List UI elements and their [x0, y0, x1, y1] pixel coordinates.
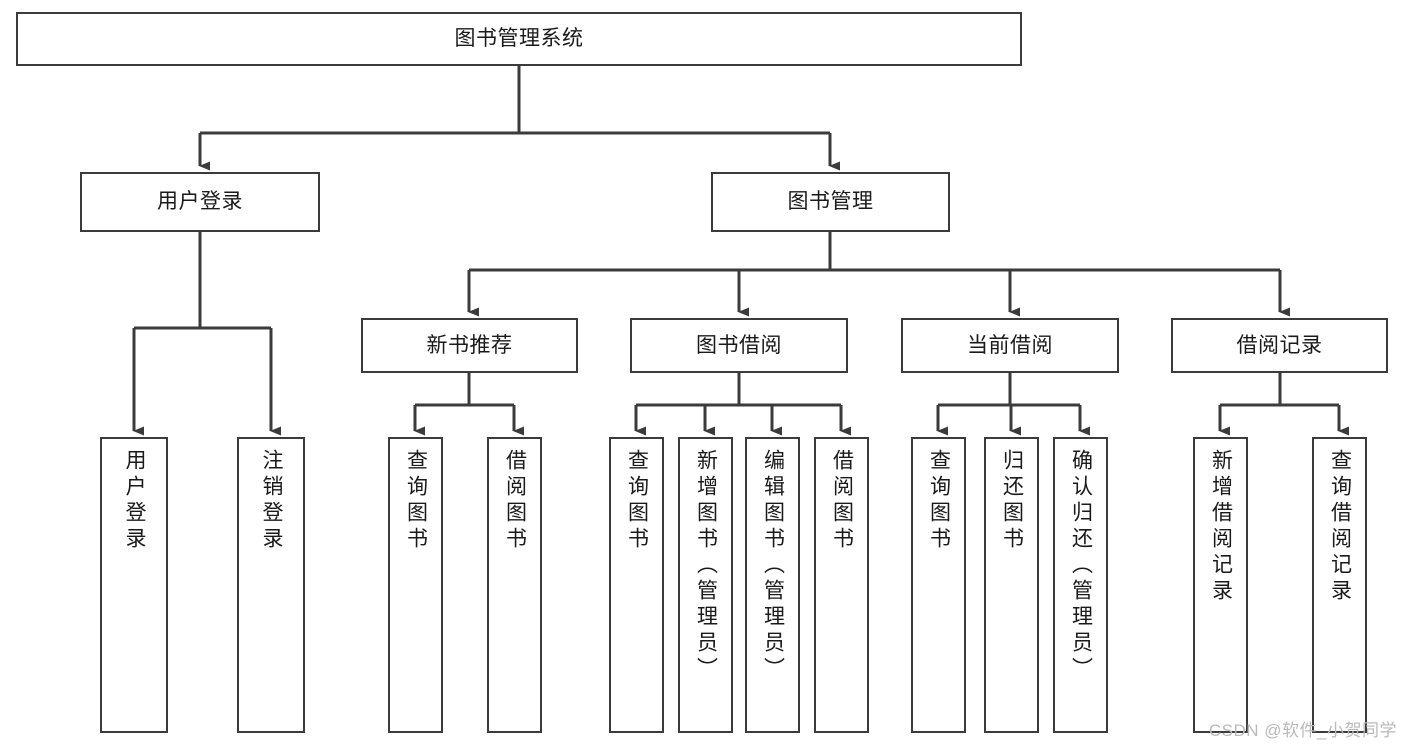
node-leaf-label: 查询图书 — [404, 449, 428, 553]
node-leaf-label: 确认归还（管理员） — [1069, 449, 1093, 683]
node-new-book-recommend-label: 新书推荐 — [426, 333, 513, 357]
node-leaf-label: 用户登录 — [123, 449, 147, 553]
node-borrow-record[interactable]: 借阅记录 — [1171, 318, 1388, 373]
node-leaf-label: 查询图书 — [625, 449, 649, 553]
node-new-book-recommend[interactable]: 新书推荐 — [361, 318, 578, 373]
node-leaf-label: 编辑图书（管理员） — [761, 449, 785, 683]
node-leaf[interactable]: 新增借阅记录 — [1193, 437, 1248, 733]
node-leaf-label: 查询图书 — [927, 449, 951, 553]
node-leaf[interactable]: 确认归还（管理员） — [1053, 437, 1108, 733]
node-leaf[interactable]: 借阅图书 — [814, 437, 869, 733]
node-book-management[interactable]: 图书管理 — [711, 172, 950, 232]
node-borrow-record-label: 借阅记录 — [1236, 333, 1323, 357]
node-current-borrow[interactable]: 当前借阅 — [901, 318, 1119, 373]
node-book-borrow-label: 图书借阅 — [696, 333, 782, 357]
node-leaf-label: 新增图书（管理员） — [694, 449, 718, 683]
node-leaf[interactable]: 借阅图书 — [487, 437, 542, 733]
node-leaf-label: 归还图书 — [1000, 449, 1024, 553]
node-book-borrow[interactable]: 图书借阅 — [630, 318, 848, 373]
node-leaf[interactable]: 查询图书 — [609, 437, 664, 733]
node-root-system[interactable]: 图书管理系统 — [16, 12, 1022, 66]
node-current-borrow-label: 当前借阅 — [967, 333, 1053, 357]
node-leaf[interactable]: 注销登录 — [237, 437, 305, 733]
node-leaf[interactable]: 编辑图书（管理员） — [745, 437, 800, 733]
node-leaf[interactable]: 归还图书 — [984, 437, 1039, 733]
node-leaf-label: 借阅图书 — [503, 449, 527, 553]
node-leaf-label: 新增借阅记录 — [1209, 449, 1233, 605]
node-leaf-label: 注销登录 — [260, 449, 284, 553]
node-leaf[interactable]: 用户登录 — [100, 437, 168, 733]
node-user-login-label: 用户登录 — [157, 190, 243, 214]
node-user-login[interactable]: 用户登录 — [80, 172, 320, 232]
node-leaf[interactable]: 查询图书 — [388, 437, 443, 733]
node-leaf-label: 查询借阅记录 — [1328, 449, 1352, 605]
node-leaf-label: 借阅图书 — [830, 449, 854, 553]
watermark-text: CSDN @软件_小贺同学 — [1208, 721, 1397, 740]
node-leaf[interactable]: 新增图书（管理员） — [678, 437, 733, 733]
node-book-management-label: 图书管理 — [787, 190, 874, 214]
node-leaf[interactable]: 查询图书 — [911, 437, 966, 733]
node-leaf[interactable]: 查询借阅记录 — [1312, 437, 1367, 733]
node-root-label: 图书管理系统 — [454, 27, 584, 51]
